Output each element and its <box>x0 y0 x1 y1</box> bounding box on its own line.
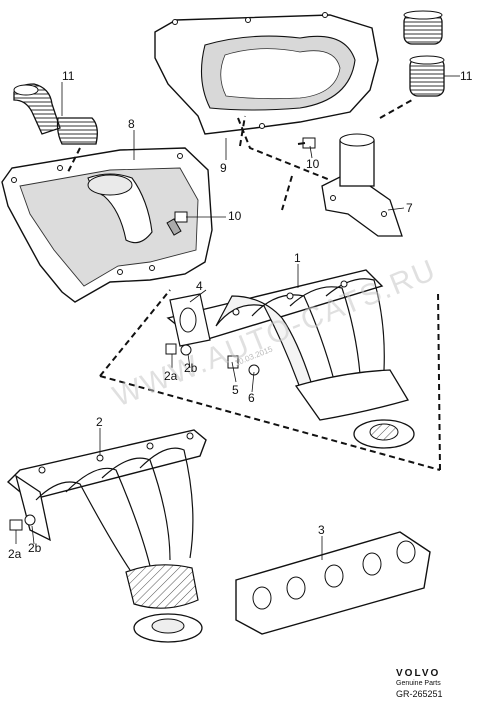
callout-11-left: 11 <box>62 69 75 83</box>
callout-2: 2 <box>96 415 103 429</box>
manifold-gasket <box>235 531 431 635</box>
callout-5: 5 <box>232 383 239 397</box>
callout-3: 3 <box>318 523 325 537</box>
callout-2a-left: 2a <box>8 547 22 561</box>
bolt-mid <box>166 211 188 236</box>
callout-8: 8 <box>128 117 135 131</box>
bolt-top <box>297 137 316 149</box>
callout-7: 7 <box>406 201 413 215</box>
gasket-small <box>169 293 211 347</box>
callout-9: 9 <box>220 161 227 175</box>
callout-1: 1 <box>294 251 301 265</box>
brand-block: VOLVO Genuine Parts GR-265251 <box>396 668 466 699</box>
hose-upper-right <box>403 10 443 45</box>
pipe-bracket <box>321 133 403 237</box>
callout-6: 6 <box>248 391 255 405</box>
leader-lines <box>15 75 460 560</box>
callout-2a-right: 2a <box>164 369 178 383</box>
callout-2b-left: 2b <box>28 541 42 555</box>
brand-subtitle: Genuine Parts <box>396 680 441 687</box>
hose-elbow-left <box>13 83 61 135</box>
callout-4: 4 <box>196 279 203 293</box>
callout-10-top: 10 <box>306 157 320 171</box>
hose-straight-left <box>56 117 98 145</box>
heat-shield-lower <box>1 147 213 303</box>
callout-10-mid: 10 <box>228 209 242 223</box>
callout-11-right: 11 <box>460 69 473 83</box>
exhaust-manifold-lower <box>6 429 207 643</box>
hose-lower-right <box>409 55 445 97</box>
volvo-logo: VOLVO <box>396 668 441 679</box>
callout-2b-right: 2b <box>184 361 198 375</box>
heat-shield-upper <box>154 12 379 135</box>
diagram-code: GR-265251 <box>396 689 443 699</box>
assembly-lines <box>67 99 441 471</box>
